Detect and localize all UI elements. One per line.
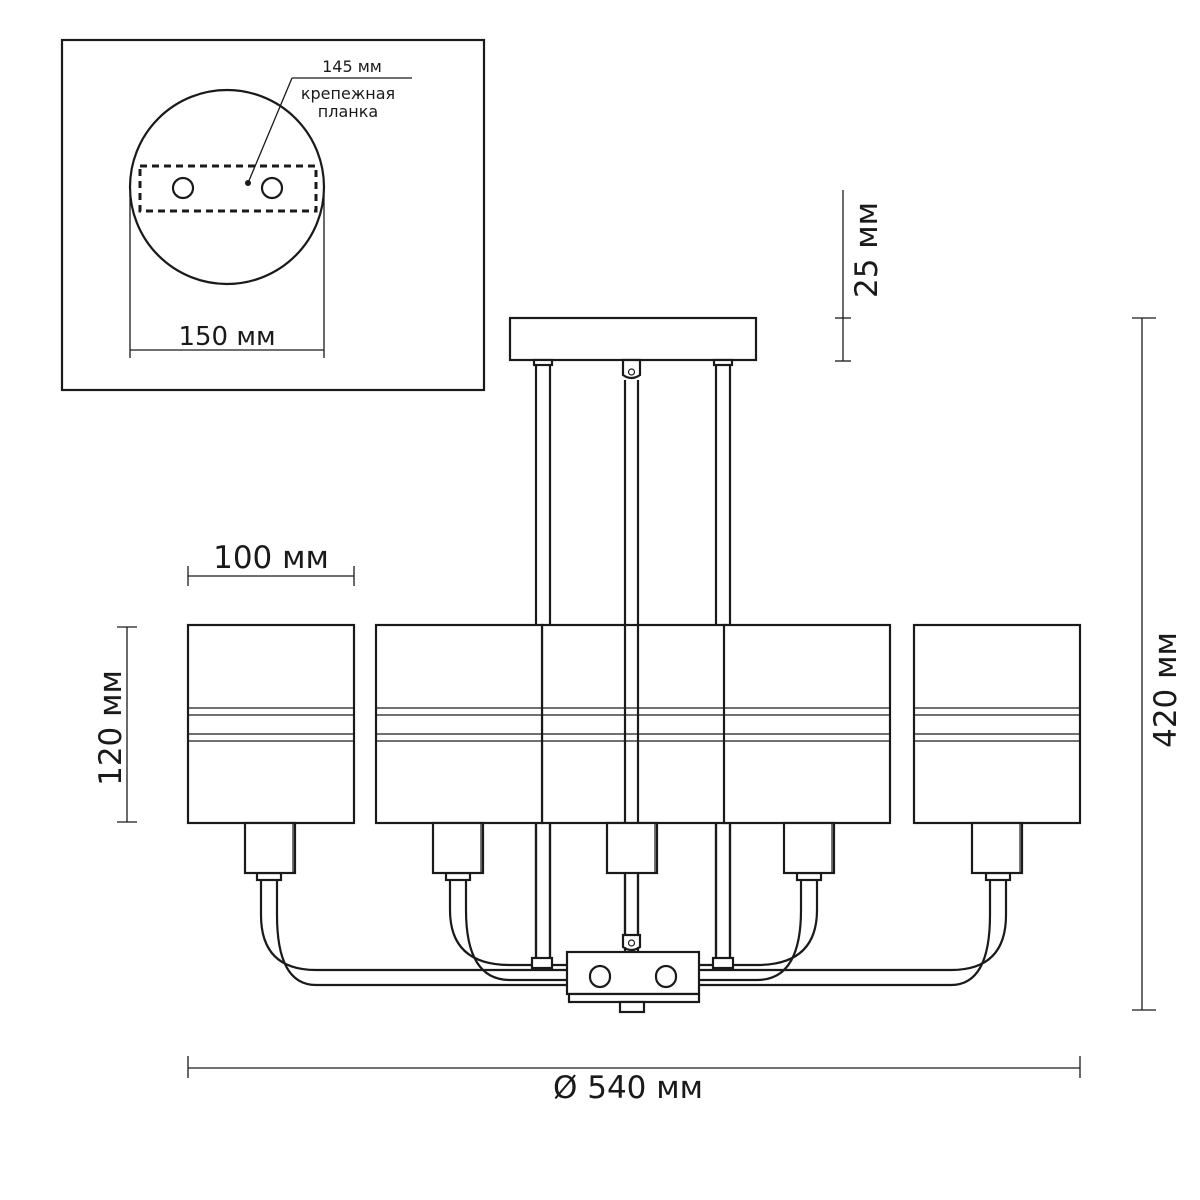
overall-diameter-dimension: Ø 540 мм <box>187 1056 1081 1106</box>
lamp-inner-right <box>722 623 892 875</box>
chandelier-front-view <box>186 316 1082 1014</box>
shade-width-dimension: 100 мм <box>187 540 355 586</box>
lamp-arms <box>255 871 1012 987</box>
rod-cap-right <box>712 358 734 367</box>
canopy-circle <box>128 88 326 286</box>
total-height-label: 420 мм <box>1148 632 1184 748</box>
canopy-height-dimension: 25 мм <box>835 190 885 362</box>
mounting-plate-leader <box>247 77 293 184</box>
mounting-plate-label-line2: планка <box>318 102 378 121</box>
lamp-far-left <box>186 623 356 875</box>
rod-cap-left <box>532 358 554 367</box>
mounting-hole-left <box>171 176 195 200</box>
shade-height-label: 120 мм <box>93 670 129 786</box>
hub-body <box>565 950 701 996</box>
mounting-plate-length-label: 145 мм <box>322 57 382 76</box>
inset-frame <box>60 38 486 392</box>
lamp-inner-left <box>374 623 544 875</box>
overall-diameter-label: Ø 540 мм <box>553 1070 703 1106</box>
shade-width-label: 100 мм <box>213 540 329 576</box>
lamp-center <box>540 623 728 935</box>
central-hub <box>530 933 735 1014</box>
total-height-dimension: 420 мм <box>1132 317 1184 1011</box>
hanger-tab-bottom <box>621 933 642 952</box>
mounting-plate-outline <box>138 164 318 213</box>
mounting-plate-label-line1: крепежная <box>301 84 395 103</box>
canopy-height-label: 25 мм <box>849 202 885 298</box>
shade-height-dimension: 120 мм <box>93 626 137 823</box>
lamp-far-right <box>912 623 1082 875</box>
ceiling-canopy <box>508 316 758 362</box>
canopy-diameter-label: 150 мм <box>178 322 275 352</box>
canopy-top-view-inset: 145 мм крепежная планка 150 мм <box>60 38 486 392</box>
mounting-hole-right <box>260 176 284 200</box>
